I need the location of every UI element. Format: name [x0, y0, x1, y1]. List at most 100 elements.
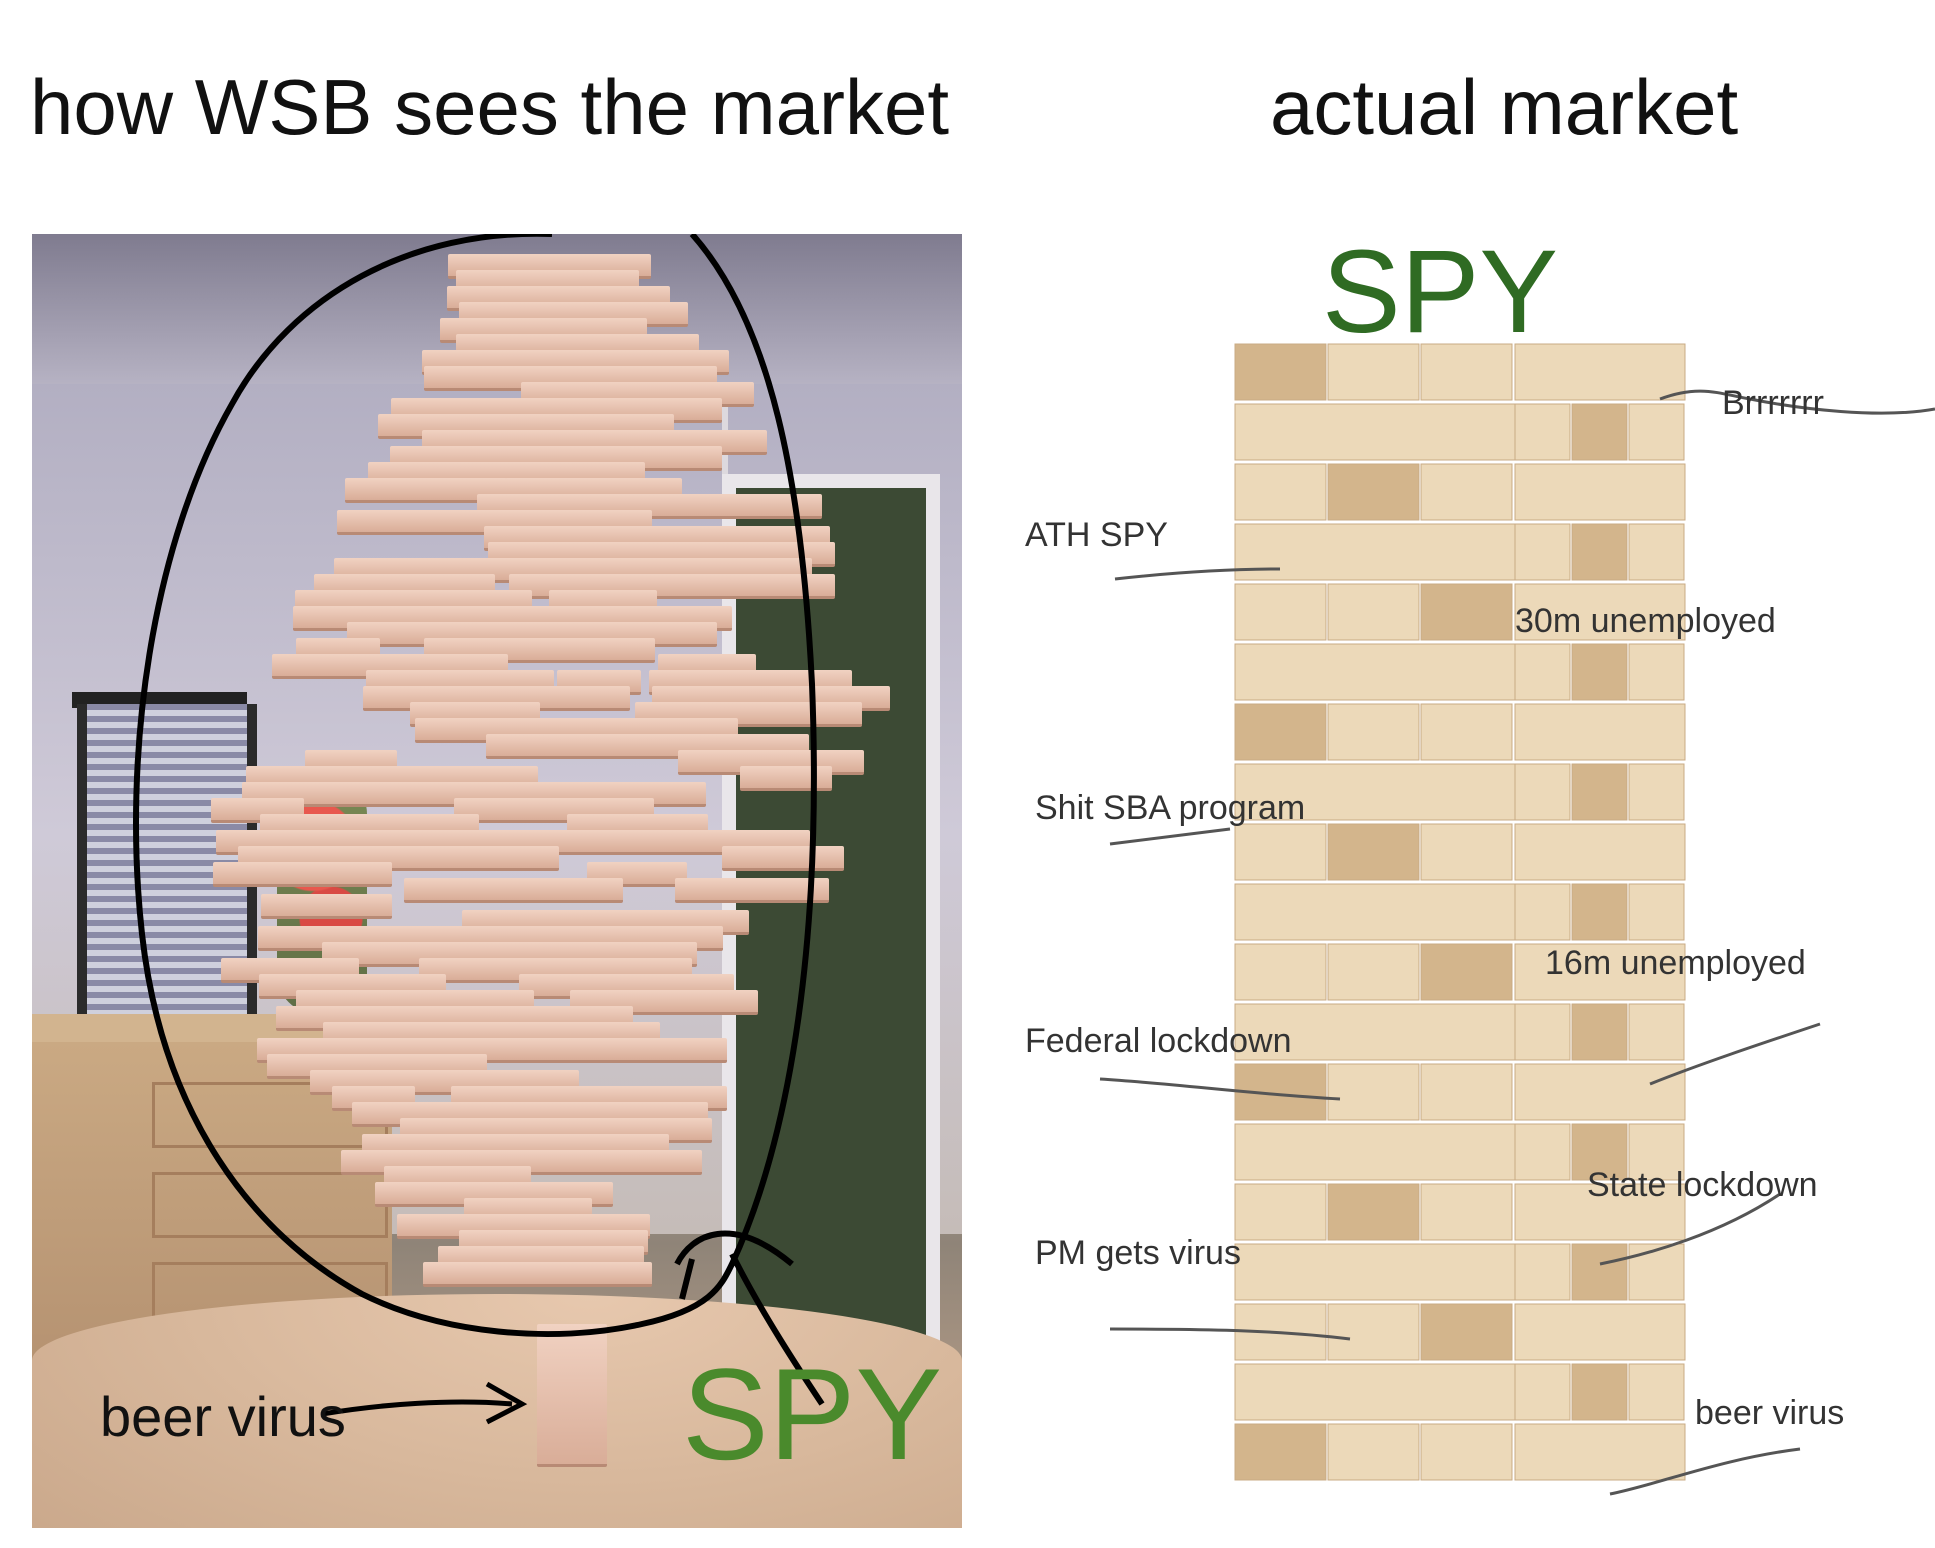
jenga-block — [1628, 1123, 1685, 1181]
jenga-block — [1234, 943, 1327, 1001]
right-caption: actual market — [1270, 63, 1739, 151]
jenga-block — [1628, 403, 1685, 461]
hand-drawn-annotations — [133, 234, 825, 1425]
jenga-block — [1514, 1303, 1686, 1361]
jenga-brick — [236, 862, 363, 887]
jenga-block — [1420, 1183, 1513, 1241]
jenga-block — [1234, 583, 1327, 641]
jenga-brick — [722, 846, 844, 871]
jenga-block — [1420, 463, 1513, 521]
right-photo-panel: SPY Brrrrrrr ATH SPY 30m unemployed Shit… — [1000, 234, 1935, 1528]
jenga-block — [1327, 1303, 1420, 1361]
jenga-block — [1234, 1243, 1516, 1301]
jenga-block — [1514, 883, 1571, 941]
jenga-block — [1234, 463, 1327, 521]
jenga-block — [1628, 643, 1685, 701]
jenga-block — [1571, 1123, 1628, 1181]
label-underlines — [1099, 389, 1935, 1496]
label-state-lockdown: State lockdown — [1587, 1166, 1818, 1204]
jenga-block — [1514, 1183, 1686, 1241]
spy-arrow — [674, 1230, 825, 1406]
jenga-block — [1628, 1003, 1685, 1061]
jenga-brick — [390, 846, 559, 871]
jenga-brick — [675, 878, 830, 903]
jenga-block — [1514, 1003, 1571, 1061]
jenga-block — [1514, 523, 1571, 581]
jenga-block — [1420, 343, 1513, 401]
jenga-block — [1571, 643, 1628, 701]
jenga-brick — [708, 494, 799, 519]
jenga-block — [1234, 823, 1327, 881]
label-pm-gets-virus: PM gets virus — [1035, 1234, 1241, 1272]
jenga-block — [1514, 343, 1686, 401]
jenga-block — [1514, 583, 1686, 641]
jenga-brick — [260, 894, 387, 919]
jenga-block — [1420, 1423, 1513, 1481]
jenga-block — [1514, 403, 1571, 461]
wild-jenga-tower — [32, 234, 962, 1528]
jenga-block — [1234, 883, 1516, 941]
jenga-block — [1571, 1363, 1628, 1421]
jenga-block — [1514, 943, 1686, 1001]
jenga-block — [1514, 463, 1686, 521]
jenga-tower — [1099, 343, 1935, 1496]
label-sba-program: Shit SBA program — [1035, 789, 1306, 827]
jenga-brick — [542, 1038, 727, 1063]
jenga-brick — [439, 1262, 630, 1287]
label-30m-unemployed: 30m unemployed — [1515, 602, 1776, 640]
jenga-block — [1514, 1423, 1686, 1481]
jenga-brick — [345, 478, 484, 503]
jenga-block — [1514, 1063, 1686, 1121]
jenga-block — [1234, 1423, 1327, 1481]
jenga-block — [1571, 523, 1628, 581]
jenga-block — [1514, 1123, 1571, 1181]
jenga-block — [1234, 1183, 1327, 1241]
tower-base-block — [537, 1324, 607, 1467]
jenga-block — [1327, 703, 1420, 761]
jenga-block — [1234, 403, 1516, 461]
jenga-block — [1234, 523, 1516, 581]
jenga-brick — [587, 862, 688, 887]
beer-virus-arrow — [321, 1381, 528, 1425]
jenga-block — [1234, 643, 1516, 701]
jenga-block — [1234, 763, 1516, 821]
jenga-block — [1628, 1243, 1685, 1301]
jenga-block — [1234, 1363, 1516, 1421]
jenga-block — [1327, 583, 1420, 641]
label-federal-lockdown: Federal lockdown — [1025, 1022, 1292, 1060]
jenga-block — [1234, 343, 1327, 401]
jenga-block — [1327, 1183, 1420, 1241]
jenga-block — [1514, 703, 1686, 761]
jenga-block — [1571, 403, 1628, 461]
jenga-block — [1327, 463, 1420, 521]
jenga-block — [1571, 763, 1628, 821]
jenga-block — [1327, 343, 1420, 401]
beer-virus-label: beer virus — [100, 1385, 346, 1448]
jenga-block — [1420, 823, 1513, 881]
jenga-brick — [545, 734, 700, 759]
jenga-block — [1327, 823, 1420, 881]
jenga-block — [1420, 943, 1513, 1001]
jenga-block — [1514, 823, 1686, 881]
spy-label-left: SPY — [682, 1341, 943, 1487]
jenga-block — [1514, 643, 1571, 701]
jenga-block — [1234, 1123, 1516, 1181]
jenga-block — [1420, 1303, 1513, 1361]
jenga-block — [1628, 883, 1685, 941]
jenga-block — [1420, 583, 1513, 641]
jenga-block — [1571, 1243, 1628, 1301]
jenga-brick — [403, 878, 497, 903]
label-ath-spy: ATH SPY — [1025, 516, 1168, 554]
jenga-block — [1234, 1003, 1516, 1061]
left-photo-panel: beer virus SPY — [32, 234, 962, 1528]
jenga-bricks — [1234, 343, 1686, 1481]
jenga-block — [1628, 523, 1685, 581]
jenga-block — [1514, 763, 1571, 821]
circle-outline — [133, 234, 817, 1337]
jenga-brick — [375, 1182, 480, 1207]
jenga-brick — [473, 878, 624, 903]
jenga-block — [1420, 1063, 1513, 1121]
jenga-block — [1628, 763, 1685, 821]
jenga-block — [1514, 1363, 1571, 1421]
label-beer-virus: beer virus — [1695, 1394, 1845, 1432]
